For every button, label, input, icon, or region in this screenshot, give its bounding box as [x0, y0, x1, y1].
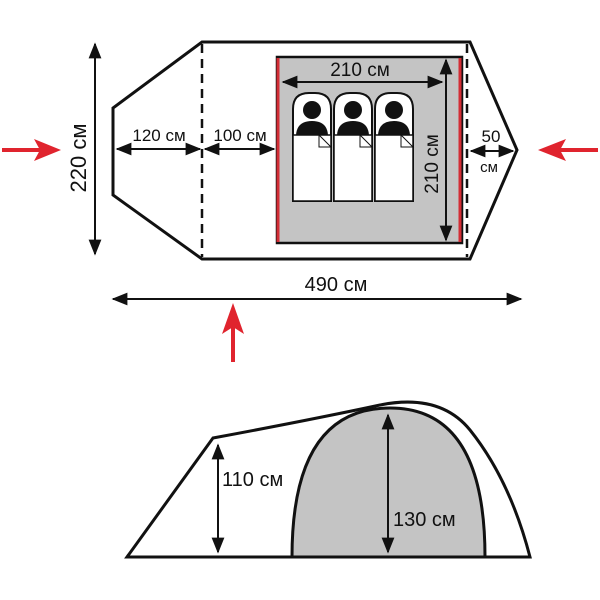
entrance-arrow-left-icon [2, 139, 61, 161]
dim-front-vestibule-label: 120 см [132, 126, 185, 145]
dim-inner-height-label: 130 см [393, 509, 456, 531]
dim-total-width-label: 220 см [66, 124, 91, 193]
dim-rear-vestibule-label-bottom: см [480, 159, 498, 176]
dim-rear-vestibule-label-top: 50 [482, 127, 501, 146]
top-view: 220 см 120 см 100 см 210 см 210 см 50 см… [2, 40, 598, 362]
dim-second-vestibule-label: 100 см [213, 126, 266, 145]
sleeping-bag [374, 92, 415, 202]
sleeping-bag [292, 92, 333, 202]
dim-inner-length-label: 210 см [422, 134, 443, 194]
dim-vestibule-height-label: 110 см [222, 469, 283, 491]
sleeping-bag [333, 92, 374, 202]
entrance-arrow-right-icon [538, 139, 598, 161]
dim-inner-width-label: 210 см [330, 60, 390, 81]
dim-total-length-label: 490 см [305, 274, 368, 296]
sleeping-bags [292, 92, 415, 202]
entrance-arrow-bottom-icon [222, 303, 244, 362]
side-view: 110 см 130 см [124, 400, 532, 559]
